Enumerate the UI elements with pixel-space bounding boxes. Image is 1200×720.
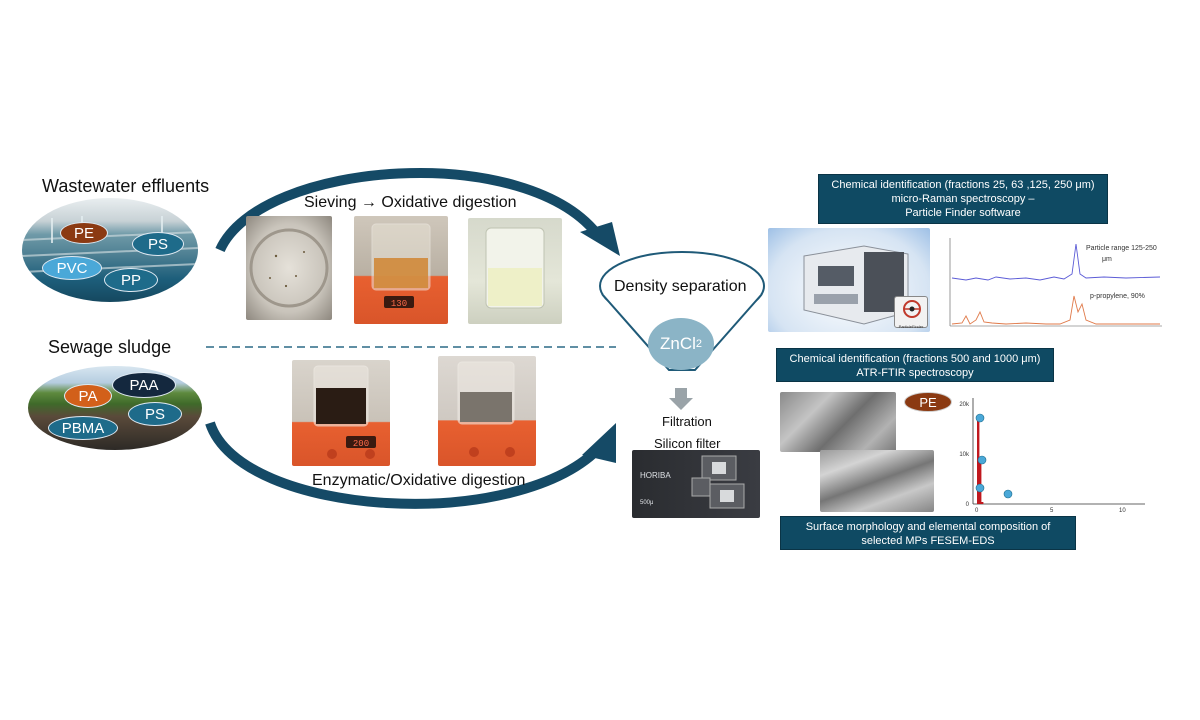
filter-brand: HORIBA	[640, 471, 671, 480]
eds-peak-marker-3	[975, 483, 985, 493]
beaker-clear-photo	[468, 218, 562, 324]
bottom-curved-arrow	[205, 421, 616, 509]
eds-x-tick-10: 10	[1119, 508, 1126, 514]
pill-pe: PE	[60, 222, 108, 244]
raman-series-label-1: Particle range 125-250	[1086, 245, 1157, 252]
eds-spectrum: 20k 10k 0 0 5 10	[959, 398, 1145, 514]
eds-x-tick-0: 0	[975, 508, 979, 514]
hotplate-reading-2: 200	[353, 439, 369, 449]
eds-peak-bar-5	[979, 460, 982, 504]
sem-line-1: Surface morphology and elemental composi…	[805, 521, 1051, 533]
eds-peak-bar-10	[981, 502, 984, 504]
pill-pvc: PVC	[42, 256, 102, 280]
top-process-label: Sieving → Oxidative digestion	[304, 194, 517, 211]
raman-line-1: Chemical identification (fractions 25, 6…	[831, 179, 1095, 191]
beaker-grey-photo	[438, 356, 536, 466]
sem-line-2: selected MPs FESEM-EDS	[861, 535, 995, 547]
eds-y-tick-10k: 10k	[959, 452, 970, 458]
bottom-process-label: Enzymatic/Oxidative digestion	[312, 472, 526, 489]
sludge-title: Sewage sludge	[48, 337, 172, 357]
pill-ps-wastewater: PS	[132, 232, 184, 256]
pill-ps-sludge: PS	[128, 402, 182, 426]
pill-pbma: PBMA	[48, 416, 118, 440]
zncl2-subscript: 2	[695, 338, 703, 350]
ftir-info-box: Chemical identification (fractions 500 a…	[776, 348, 1054, 382]
raman-info-box: Chemical identification (fractions 25, 6…	[818, 174, 1108, 224]
raman-spectra	[949, 238, 1162, 327]
eds-x-tick-5: 5	[1050, 508, 1054, 514]
filtration-label: Filtration	[662, 414, 712, 429]
sem-image-1	[780, 392, 896, 452]
eds-y-tick-0: 0	[966, 502, 970, 508]
down-arrow-icon	[669, 388, 693, 410]
eds-pe-badge: PE	[904, 392, 952, 412]
raman-line-3: Particle Finder software	[905, 207, 1021, 219]
sem-image-2	[820, 450, 934, 512]
raman-line-2: micro-Raman spectroscopy –	[891, 193, 1035, 205]
ftir-line-1: Chemical identification (fractions 500 a…	[789, 353, 1041, 365]
beaker-dark-photo: 200	[292, 360, 390, 466]
pill-paa: PAA	[112, 372, 176, 398]
sieve-photo	[246, 216, 332, 320]
pill-pp: PP	[104, 268, 158, 292]
raman-series-label-1-unit: μm	[1102, 256, 1112, 263]
silicon-filter-photo: HORIBA 500μ	[632, 450, 760, 518]
eds-peak-marker-4	[1003, 489, 1013, 499]
zncl2-label: ZnCl	[659, 334, 696, 353]
eds-peak-marker-1	[975, 413, 985, 423]
eds-y-tick-20k: 20k	[959, 402, 970, 408]
sem-info-box: Surface morphology and elemental composi…	[780, 516, 1076, 550]
eds-peak-marker-2	[977, 455, 987, 465]
particle-finder-logo: ParticleFinder	[894, 296, 928, 329]
beaker-orange-photo: 130	[354, 216, 448, 324]
filter-size: 500μ	[640, 500, 654, 506]
raman-series-label-2: p-propylene, 90%	[1090, 293, 1145, 300]
silicon-filter-label: Silicon filter	[654, 436, 721, 451]
density-separation-title: Density separation	[614, 278, 747, 295]
particle-finder-logo-text: ParticleFinder	[898, 324, 924, 329]
pill-pa: PA	[64, 384, 112, 408]
hotplate-reading-1: 130	[391, 299, 407, 309]
dashed-separator	[206, 346, 616, 348]
wastewater-title: Wastewater effluents	[42, 176, 210, 196]
ftir-line-2: ATR-FTIR spectroscopy	[856, 367, 974, 379]
